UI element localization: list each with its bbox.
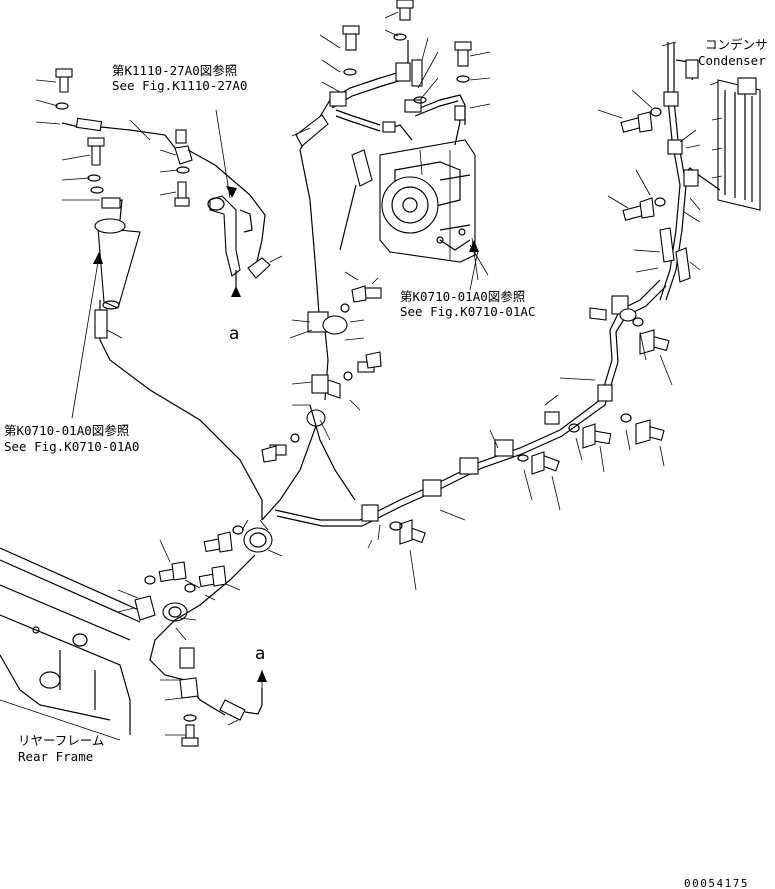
ref-k0710-left-en: See Fig.K0710-01A0: [4, 439, 140, 454]
hardware-lower-left: [117, 519, 283, 747]
ref-k1110-en: See Fig.K1110-27A0: [112, 78, 248, 93]
condenser-label-en: Condenser: [698, 53, 766, 68]
compressor-drawing: [379, 105, 489, 281]
document-number: 00054175: [684, 877, 749, 889]
leader-k0710-center: [469, 249, 479, 291]
hoses-right: [597, 41, 721, 301]
hardware-main-pipe: [389, 317, 673, 591]
clamp-upper-left: [159, 129, 266, 271]
ref-k0710-left-jp: 第K0710-01A0図参照: [4, 423, 130, 438]
ref-k0710-center-en: See Fig.K0710-01AC: [400, 304, 536, 319]
hardware-left: [35, 68, 151, 201]
condenser-label-jp: コンデンサ: [705, 37, 768, 52]
main-pipe: [243, 279, 667, 553]
hose-left-long: [71, 249, 263, 520]
marker-a-upper: a: [229, 324, 240, 344]
hose-center-vertical: [261, 149, 382, 521]
rear-frame-label-en: Rear Frame: [18, 749, 94, 764]
ref-k0710-center-jp: 第K0710-01A0図参照: [400, 289, 526, 304]
ref-k1110-jp: 第K1110-27A0図参照: [112, 63, 238, 78]
receiver-drier-drawing: [61, 117, 176, 310]
rear-frame-label-jp: リヤーフレーム: [18, 733, 105, 748]
marker-a-lower: a: [255, 644, 266, 664]
condenser-drawing: [709, 77, 761, 211]
rear-frame-drawing: [0, 547, 151, 741]
hoses-top: [291, 0, 491, 251]
fitting-k1110: [207, 109, 283, 297]
